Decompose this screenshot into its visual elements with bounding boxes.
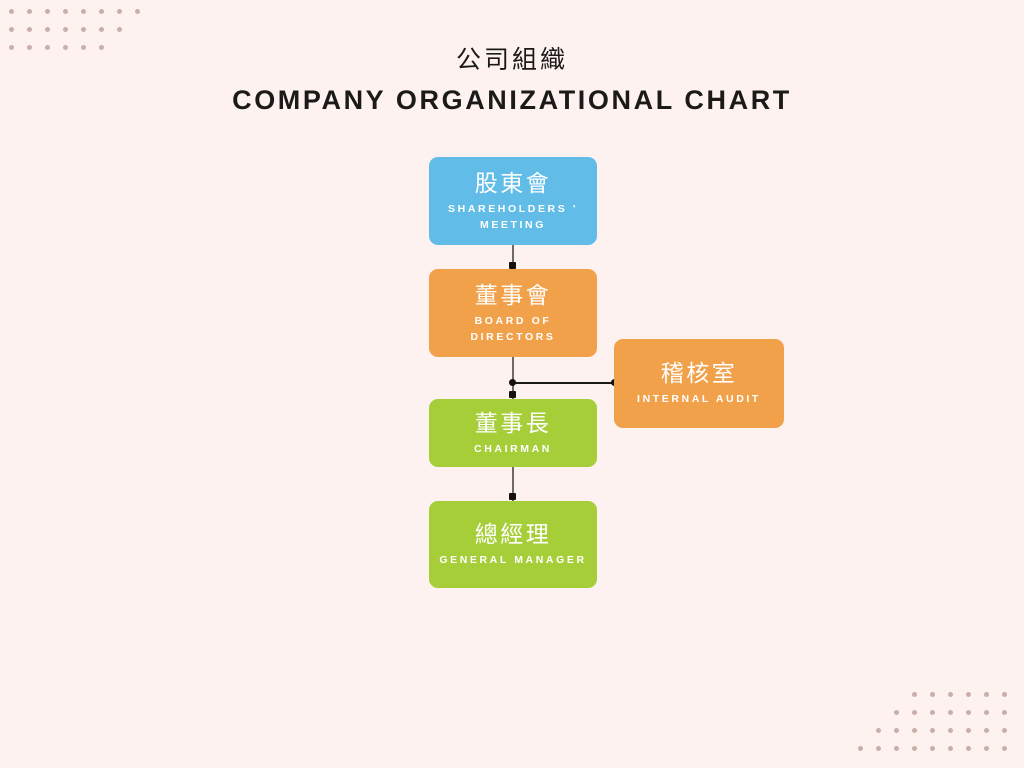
node-label-en: GENERAL MANAGER: [439, 554, 587, 567]
connector-board-to-chairman: [512, 357, 514, 400]
org-node-internal-audit[interactable]: 稽核室 INTERNAL AUDIT: [614, 339, 784, 428]
dot-row: [912, 692, 1007, 697]
page-title-zh: 公司組織: [455, 46, 568, 74]
node-label-zh: 稽核室: [660, 360, 738, 387]
connector-shareholders-to-board: [512, 245, 514, 270]
connector-endpoint: [509, 262, 516, 269]
connector-branch-point: [509, 379, 516, 386]
connector-endpoint: [509, 493, 516, 500]
page-title-en: COMPANY ORGANIZATIONAL CHART: [232, 85, 792, 115]
dot-row: [858, 746, 1007, 751]
org-node-general-manager[interactable]: 總經理 GENERAL MANAGER: [429, 501, 597, 588]
connector-board-to-internal-audit: [512, 382, 618, 384]
connector-chairman-to-manager: [512, 467, 514, 502]
org-node-shareholders-meeting[interactable]: 股東會 SHAREHOLDERS ' MEETING: [429, 157, 597, 245]
node-label-en: INTERNAL AUDIT: [637, 393, 761, 406]
decorative-dots-bottom-right: [858, 692, 1007, 751]
node-label-zh: 總經理: [474, 521, 552, 548]
node-label-en: BOARD OF DIRECTORS: [470, 315, 556, 343]
decorative-dots-top-left: [9, 0, 158, 50]
dot-row: [9, 45, 104, 50]
connector-endpoint: [509, 391, 516, 398]
node-label-zh: 董事長: [474, 409, 552, 436]
dot-row: [9, 9, 140, 14]
node-label-en: CHAIRMAN: [474, 442, 552, 455]
org-node-chairman[interactable]: 董事長 CHAIRMAN: [429, 399, 597, 467]
dot-row: [9, 27, 122, 32]
dot-row: [894, 710, 1007, 715]
dot-row: [876, 728, 1007, 733]
page-title: 公司組織 COMPANY ORGANIZATIONAL CHART: [0, 44, 1024, 118]
node-label-zh: 股東會: [474, 170, 552, 197]
org-node-board-of-directors[interactable]: 董事會 BOARD OF DIRECTORS: [429, 269, 597, 357]
node-label-zh: 董事會: [474, 282, 552, 309]
node-label-en: SHAREHOLDERS ' MEETING: [448, 203, 578, 231]
